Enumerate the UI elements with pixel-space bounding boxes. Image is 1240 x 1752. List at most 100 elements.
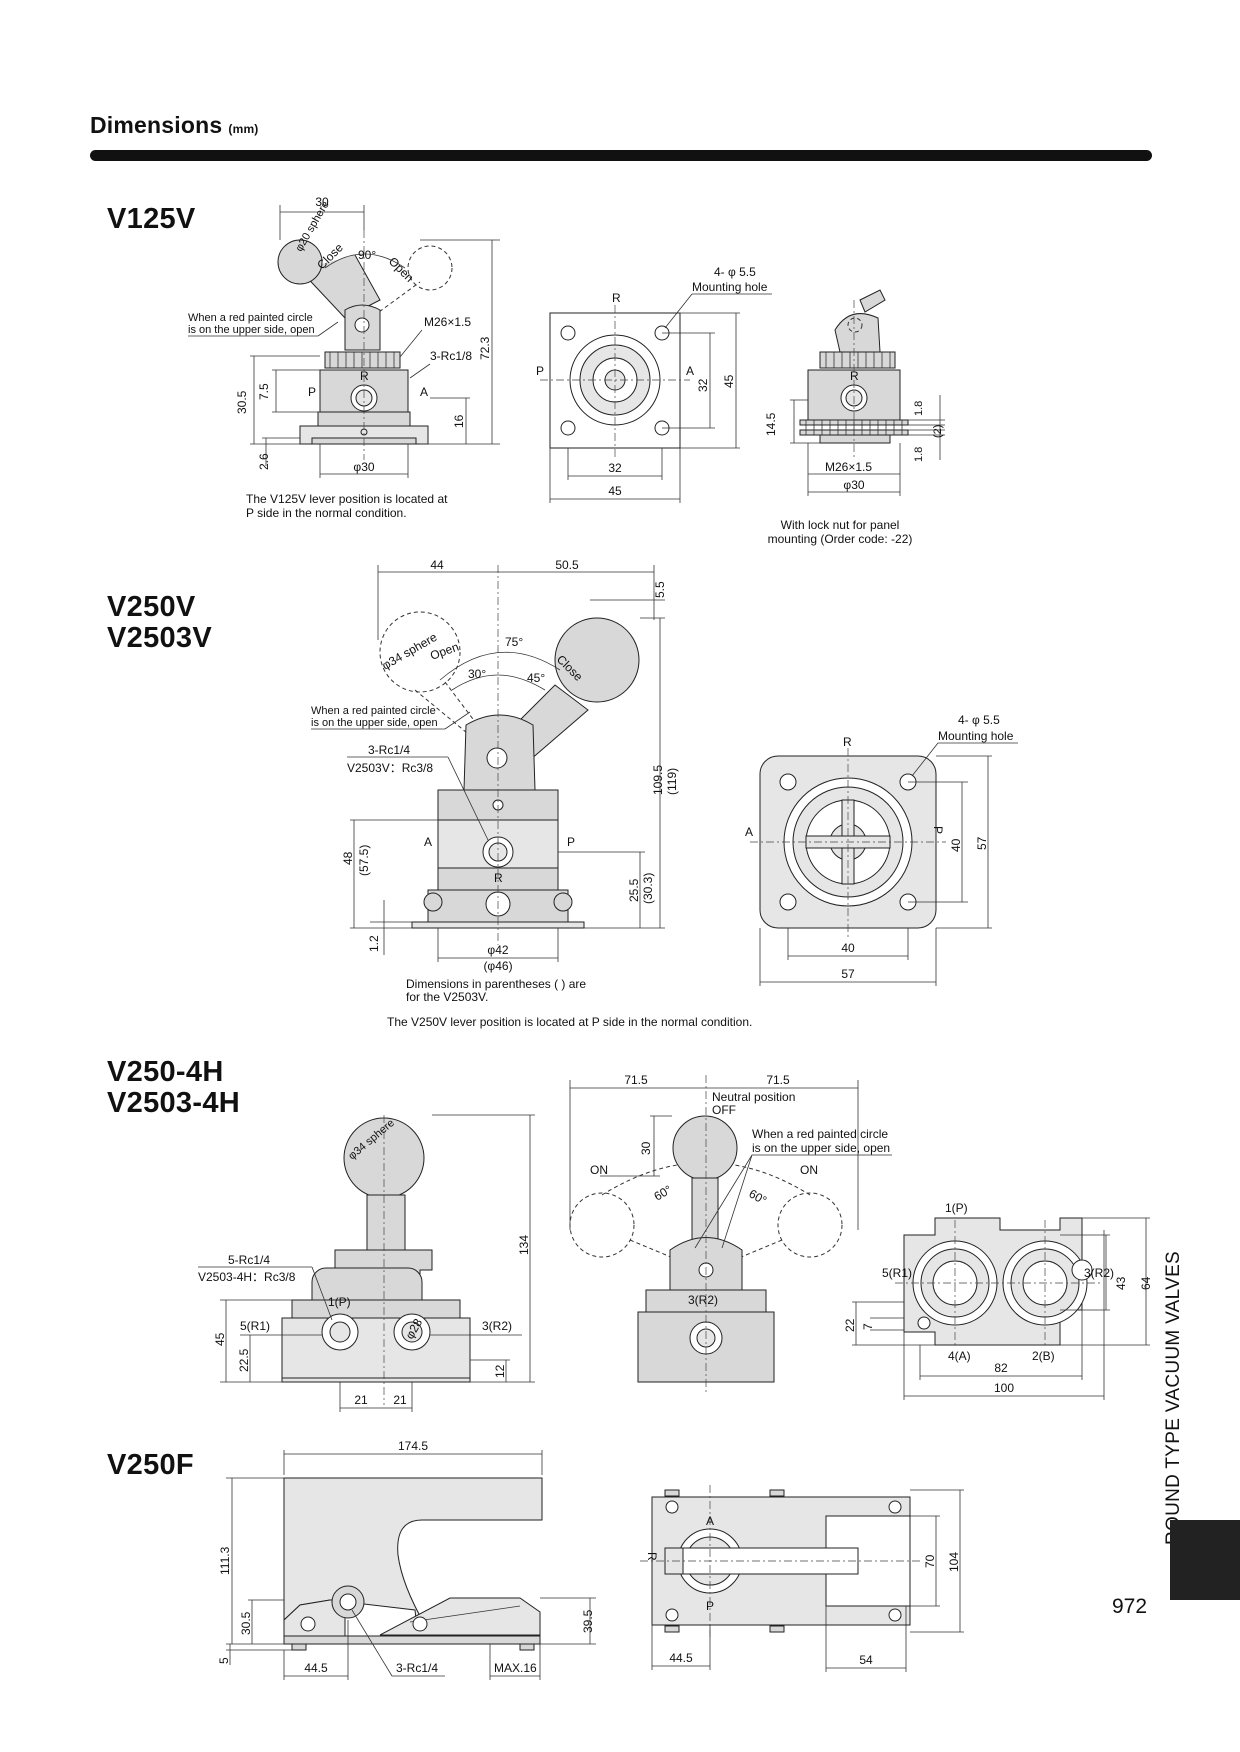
dim-1-8: 1.8 (913, 447, 925, 462)
dim-dia-42: φ42 (487, 943, 508, 957)
normal-condition-note: The V250V lever position is located at P… (387, 1015, 752, 1029)
port-label-p: P (567, 835, 575, 849)
dim-30: 30 (315, 195, 329, 209)
neutral-position-note: OFF (712, 1103, 736, 1117)
port-label-a: A (686, 364, 694, 378)
port-label-3r2: 3(R2) (482, 1319, 512, 1333)
port-note: V2503V：Rc3/8 (347, 761, 433, 775)
port-label-p: P (308, 385, 316, 399)
lever-sphere (672, 1115, 738, 1181)
panel-mount-note: mounting (Order code: -22) (768, 532, 913, 546)
dim-111-3: 111.3 (218, 1546, 232, 1575)
dim-angle-90: 90° (358, 248, 376, 262)
dim-40-vertical: 40 (949, 838, 963, 852)
lever-on-left (569, 1192, 635, 1258)
dim-30-5: 30.5 (235, 390, 249, 414)
dim-48: 48 (341, 851, 355, 865)
port-label-r: R (494, 871, 503, 885)
dim-14-5: 14.5 (764, 412, 778, 436)
port-label-r: R (843, 735, 852, 749)
lever-open-position (379, 611, 461, 693)
dim-134: 134 (517, 1235, 531, 1255)
dim-25-5: 25.5 (627, 878, 641, 902)
v250v-top-view: R A P 40 57 40 57 4- φ 5.5 Mounting hole (745, 713, 1018, 986)
dim-39-5: 39.5 (581, 1609, 595, 1633)
dim-40: 40 (841, 941, 855, 955)
dim-port: 3-Rc1/4 (396, 1661, 438, 1675)
side-label-text: ROUND TYPE VACUUM VALVES (1163, 1250, 1184, 1545)
lever-note: is on the upper side, open (752, 1141, 890, 1155)
dim-1-8: 1.8 (913, 401, 925, 416)
port-label-2b: 2(B) (1032, 1349, 1055, 1363)
parentheses-note: for the V2503V. (406, 990, 488, 1004)
dim-50-5: 50.5 (555, 558, 579, 572)
port-label-r: R (850, 369, 859, 383)
v250v-front-view: 44 50.5 5.5 109.5 (119) φ34 sphere Open … (311, 558, 752, 1029)
dim-22: 22 (843, 1318, 857, 1332)
dim-71-5: 71.5 (624, 1073, 648, 1087)
header-rule (90, 150, 1152, 161)
dim-82: 82 (994, 1361, 1008, 1375)
page-title: Dimensions(mm) (90, 112, 259, 139)
port-label-a: A (706, 1514, 714, 1528)
dim-max-16: MAX.16 (494, 1661, 537, 1675)
port-label-r: R (645, 1552, 659, 1561)
lever-sphere (554, 617, 640, 703)
dim-thread: M26×1.5 (424, 315, 471, 329)
dim-angle-30: 30° (468, 667, 486, 681)
dim-21: 21 (354, 1393, 368, 1407)
label-open: Open (386, 254, 417, 285)
lever-sphere (277, 239, 323, 285)
v125v-front-view: 30 φ20 sphere Close Open 90° M26×1.5 3-R… (188, 195, 500, 520)
dim-64: 64 (1139, 1276, 1153, 1290)
dim-57-vertical: 57 (975, 836, 989, 850)
port-label-p: P (931, 826, 945, 834)
dim-angle-75: 75° (505, 635, 523, 649)
mounting-hole (779, 893, 797, 911)
v125v-panel-mount-view: R 14.5 1.8 (2) 1.8 M26×1.5 φ30 With lock… (764, 289, 945, 546)
dim-44-5: 44.5 (304, 1661, 328, 1675)
dim-54: 54 (859, 1653, 873, 1667)
port-label-a: A (420, 385, 428, 399)
port-label-1p: 1(P) (328, 1295, 351, 1309)
dim-5-5: 5.5 (653, 581, 667, 598)
dim-port: 3-Rc1/8 (430, 349, 472, 363)
v250f-top-view: A R P 70 104 44.5 54 (640, 1485, 964, 1672)
model-title-line: V250V (107, 591, 196, 623)
panel-mount-note: With lock nut for panel (781, 518, 900, 532)
dim-1-2: 1.2 (367, 935, 381, 952)
port-label-p: P (536, 364, 544, 378)
port-label-4a: 4(A) (948, 1349, 971, 1363)
port-note: 3-Rc1/4 (368, 743, 410, 757)
v125v-top-view: R P A 32 45 32 45 4- φ 5.5 Mounting hole (536, 265, 772, 503)
neutral-position-note: Neutral position (712, 1090, 795, 1104)
dim-2-6: 2.6 (257, 453, 271, 470)
port-label-r: R (612, 291, 621, 305)
dim-angle-60: 60° (747, 1186, 770, 1207)
model-title-v250f: V250F (107, 1449, 194, 1481)
lever-note: is on the upper side, open (188, 324, 315, 336)
unit-label: (mm) (228, 122, 259, 136)
mounting-hole (779, 773, 797, 791)
dim-45-vertical: 45 (722, 374, 736, 388)
side-tab-block (1170, 1520, 1240, 1600)
port-note: V2503-4H：Rc3/8 (198, 1270, 296, 1284)
dim-45: 45 (213, 1332, 227, 1346)
port-label-5r1: 5(R1) (240, 1319, 270, 1333)
model-title-v250v: V250V V2503V (107, 592, 212, 654)
mounting-hole (560, 420, 576, 436)
model-title-line: V2503-4H (107, 1087, 240, 1119)
parentheses-note: Dimensions in parentheses ( ) are (406, 977, 586, 991)
dim-43: 43 (1114, 1276, 1128, 1290)
v250-4h-top-view: 1(P) 5(R1) 3(R2) 4(A) 2(B) 22 7 82 100 4… (843, 1201, 1153, 1400)
dim-22-5: 22.5 (237, 1348, 251, 1372)
dim-44-5: 44.5 (669, 1651, 693, 1665)
port-label-a: A (745, 825, 753, 839)
dim-44: 44 (430, 558, 444, 572)
model-title-line: V2503V (107, 622, 212, 654)
dim-7-5: 7.5 (257, 383, 271, 400)
dim-21: 21 (393, 1393, 407, 1407)
port-label-3r2: 3(R2) (688, 1293, 718, 1307)
dim-angle-45: 45° (527, 671, 545, 685)
